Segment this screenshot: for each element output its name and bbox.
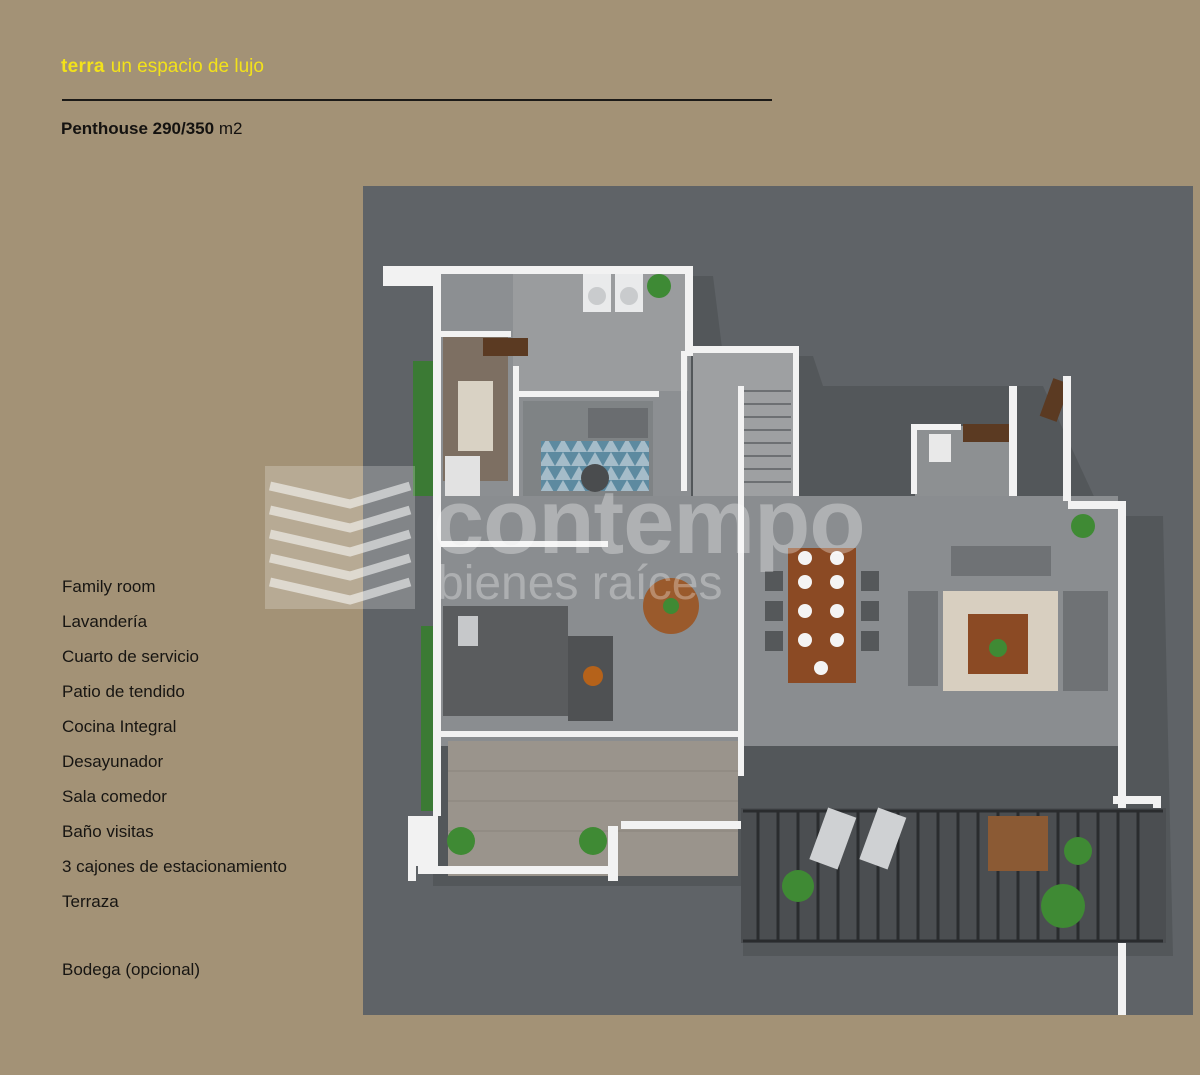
unit-title: Penthouse 290/350 m2 [61,119,242,139]
brand-tagline: un espacio de lujo [110,56,264,77]
unit-model: Penthouse 290/350 [61,119,215,138]
feature-item: Desayunador [62,752,164,771]
feature-item: Terraza [62,892,119,911]
feature-item: 3 cajones de estacionamiento [62,857,287,876]
feature-list: Family room Lavandería Cuarto de servici… [62,576,287,926]
feature-item: Cuarto de servicio [62,647,200,666]
feature-item: Family room [62,577,156,596]
feature-item: Sala comedor [62,787,167,806]
header-divider [62,99,772,101]
feature-item: Cocina Integral [62,717,177,736]
feature-item: Lavandería [62,612,148,631]
unit-area-unit: m2 [218,119,243,138]
feature-optional: Bodega (opcional) [62,960,200,979]
brand-name: terra [61,56,105,77]
floor-plan-render [363,186,1193,1015]
feature-item: Baño visitas [62,822,154,841]
floor-plan-illustration [363,186,1193,1015]
feature-item: Patio de tendido [62,682,185,701]
